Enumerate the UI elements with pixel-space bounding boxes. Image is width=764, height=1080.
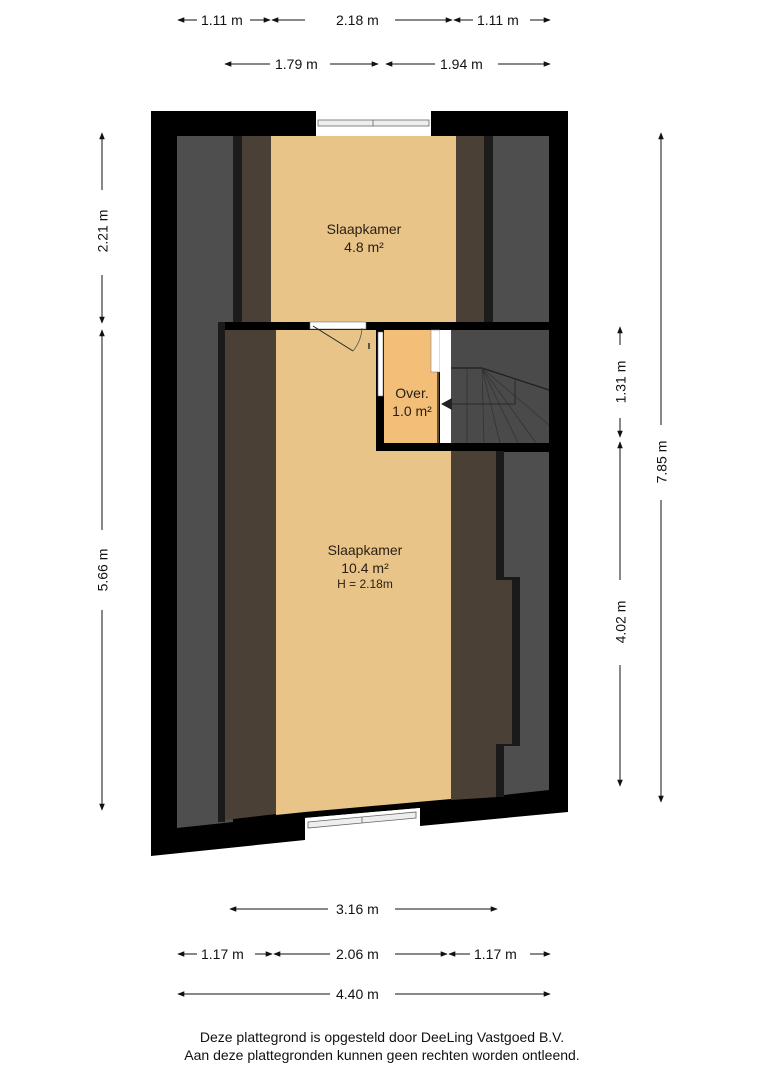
dim-bottom-total: 4.40 m xyxy=(332,986,383,1002)
stair-direction-arrow-icon xyxy=(441,398,452,410)
window-bottom xyxy=(305,808,420,840)
sloped-area-main-right xyxy=(451,450,517,800)
dim-top2-right: 1.94 m xyxy=(436,56,487,72)
room-height: H = 2.18m xyxy=(337,577,393,591)
door xyxy=(309,321,370,352)
dim-right-inner-top: 1.31 m xyxy=(612,356,629,408)
stair-top-step xyxy=(440,330,451,443)
dim-top-right: 1.11 m xyxy=(473,12,523,28)
room-name: Slaapkamer xyxy=(326,221,402,237)
sloped-area-main-left xyxy=(225,330,276,820)
window-top xyxy=(316,118,431,136)
dim-left-bottom: 5.66 m xyxy=(94,544,111,596)
dim-bottom-right: 1.17 m xyxy=(470,946,521,962)
interior xyxy=(177,136,550,828)
dim-top-center: 2.18 m xyxy=(332,12,383,28)
room-floor-bedroom-main xyxy=(276,330,451,815)
dimension-lines xyxy=(99,17,664,997)
room-name: Slaapkamer xyxy=(327,542,403,558)
disclaimer-line-1: Deze plattegrond is opgesteld door DeeLi… xyxy=(199,1029,565,1045)
low-ceiling-area-right-top xyxy=(493,136,549,322)
room-landing: Over. 1.0 m² xyxy=(384,384,440,420)
dim-bottom-left: 1.17 m xyxy=(197,946,248,962)
low-ceiling-area-right-main xyxy=(504,452,549,795)
room-area: 4.8 m² xyxy=(344,239,384,255)
dim-right-inner-bottom: 4.02 m xyxy=(612,596,629,648)
room-area: 10.4 m² xyxy=(341,560,389,576)
dim-bottom-316: 3.16 m xyxy=(332,901,383,917)
sloped-area-top-right xyxy=(456,136,484,322)
dim-left-top: 2.21 m xyxy=(94,205,111,257)
room-area: 1.0 m² xyxy=(392,403,432,419)
staircase xyxy=(441,330,550,444)
dim-top2-left: 1.79 m xyxy=(271,56,322,72)
disclaimer-line-2: Aan deze plattegronden kunnen geen recht… xyxy=(184,1047,580,1063)
room-name: Over. xyxy=(395,385,429,401)
dim-top-left: 1.11 m xyxy=(197,12,247,28)
room-floor-bedroom-top xyxy=(271,136,456,322)
room-bedroom-top: Slaapkamer 4.8 m² xyxy=(301,220,427,256)
sloped-area-top-left xyxy=(242,136,271,322)
landing-opening xyxy=(377,331,384,397)
room-floor-landing xyxy=(384,330,439,443)
dim-bottom-center: 2.06 m xyxy=(332,946,383,962)
room-bedroom-main: Slaapkamer 10.4 m² H = 2.18m xyxy=(290,541,440,591)
dim-right-outer: 7.85 m xyxy=(653,436,670,488)
